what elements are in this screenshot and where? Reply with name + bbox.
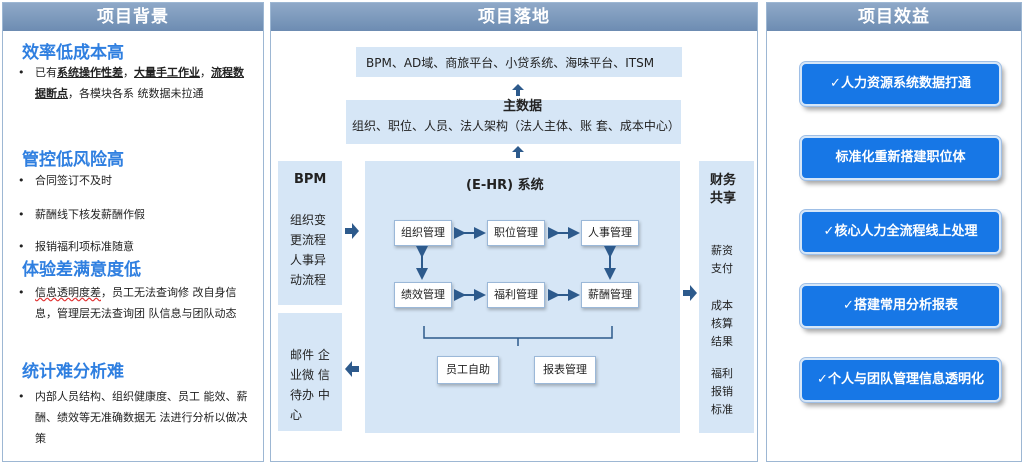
module-report[interactable]: 报表管理 <box>534 356 596 384</box>
top-systems-panel <box>356 47 682 77</box>
bullet-welfare: •报销福利项标准随意 <box>18 240 134 253</box>
benefit-transparency: ✓个人与团队管理信息透明化 <box>799 357 1002 403</box>
section-title-experience: 体验差满意度低 <box>22 260 141 280</box>
bullet-analysis: •内部人员结构、组织健康度、员工 能效、薪酬、绩效等无准确数据无 法进行分析以做… <box>18 390 248 445</box>
master-data-items: 组织、职位、人员、法人架构（法人主体、账 套、成本中心） <box>352 119 680 133</box>
ehr-title: (E-HR) 系统 <box>466 178 544 193</box>
benefit-data-integration: ✓人力资源系统数据打通 <box>799 61 1002 107</box>
module-self-service[interactable]: 员工自助 <box>437 356 499 384</box>
finance-item-pay: 薪资支付 <box>711 244 733 275</box>
section-title-risk: 管控低风险高 <box>22 150 124 170</box>
section-title-analysis: 统计难分析难 <box>22 362 124 382</box>
benefit-position-system: 标准化重新搭建职位体 <box>799 135 1002 181</box>
finance-title: 财务共享 <box>710 173 737 206</box>
bracket-connector <box>423 326 613 346</box>
module-welfare[interactable]: 福利管理 <box>487 282 545 308</box>
finance-item-welfare: 福利报销标准 <box>711 367 733 416</box>
background-column: 项目背景 <box>2 2 264 462</box>
bpm-panel <box>278 161 342 305</box>
module-org[interactable]: 组织管理 <box>394 220 452 246</box>
up-arrow-icon <box>512 84 524 158</box>
bpm-title: BPM <box>294 172 327 187</box>
benefit-analysis-reports: ✓搭建常用分析报表 <box>799 283 1002 329</box>
message-panel <box>278 313 342 431</box>
section-title-efficiency: 效率低成本高 <box>22 43 124 63</box>
module-salary[interactable]: 薪酬管理 <box>581 282 639 308</box>
top-systems-text: BPM、AD域、商旅平台、小贷系统、海味平台、ITSM <box>366 56 655 70</box>
benefit-online-process: ✓核心人力全流程线上处理 <box>799 209 1002 255</box>
bpm-items: 组织变更流程 人事异动流程 <box>290 213 327 287</box>
module-personnel[interactable]: 人事管理 <box>581 220 639 246</box>
bullet-contract: •合同签订不及时 <box>18 174 112 187</box>
bullet-efficiency: • 已有系统操作性差，大量手工作业，流程数据断点，各模块各系 统数据未拉通 <box>18 66 244 100</box>
double-arrow-icon <box>416 227 616 301</box>
message-items: 邮件 企业微 信 待办 中心 <box>290 348 330 422</box>
bullet-transparency: • 信息透明度差，员工无法查询修 改自身信息，管理层无法查询团 队信息与团队动态 <box>18 286 237 320</box>
benefits-header: 项目效益 <box>767 3 1021 31</box>
module-position[interactable]: 职位管理 <box>487 220 545 246</box>
finance-item-cost: 成本核算结果 <box>711 299 733 348</box>
background-header: 项目背景 <box>3 3 263 31</box>
bullet-salary: •薪酬线下核发薪酬作假 <box>18 208 145 221</box>
right-arrow-icon <box>345 223 697 301</box>
master-data-title: 主数据 <box>503 99 543 114</box>
implementation-header: 项目落地 <box>271 3 757 31</box>
finance-panel <box>699 161 754 433</box>
master-data-panel <box>346 100 681 144</box>
module-performance[interactable]: 绩效管理 <box>394 282 452 308</box>
left-arrow-icon <box>345 361 359 377</box>
